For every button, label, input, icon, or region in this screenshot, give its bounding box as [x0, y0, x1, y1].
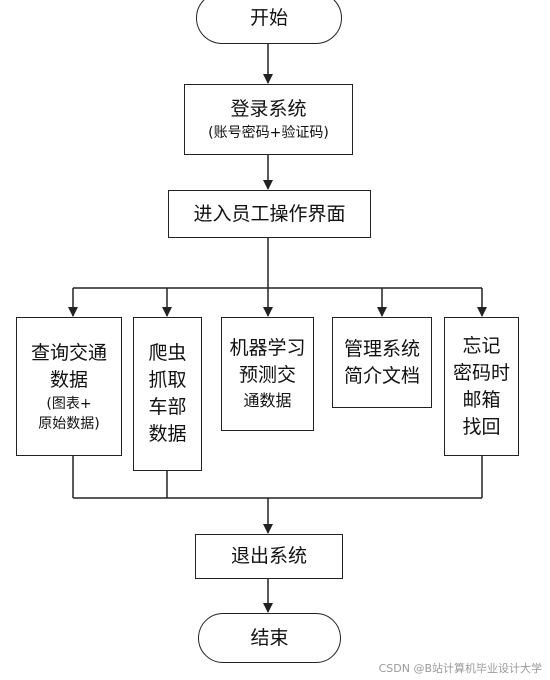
- watermark-text: CSDN @B站计算机毕业设计大学: [378, 662, 542, 675]
- forgot-line: 找回: [462, 415, 501, 438]
- enter-step: 进入员工操作界面: [168, 190, 371, 238]
- crawl-data-step: 爬虫 抓取 车部 数据: [133, 317, 202, 471]
- start-label: 开始: [249, 6, 288, 29]
- forgot-line: 密码时: [452, 361, 510, 384]
- exit-label: 退出系统: [230, 545, 307, 567]
- ml-line: 预测交: [238, 364, 296, 386]
- crawl-line: 爬虫: [148, 342, 187, 364]
- start-terminal: 开始: [196, 0, 342, 44]
- query-traffic-step: 查询交通 数据 (图表+ 原始数据): [16, 317, 122, 456]
- exit-step: 退出系统: [195, 534, 343, 579]
- login-subtitle: (账号密码+验证码): [208, 125, 329, 141]
- crawl-line: 数据: [148, 423, 187, 445]
- login-step: 登录系统 (账号密码+验证码): [184, 84, 353, 155]
- crawl-line: 抓取: [148, 369, 187, 391]
- query-note-line: 原始数据): [38, 415, 100, 432]
- docs-line: 管理系统: [343, 337, 420, 360]
- crawl-line: 车部: [148, 396, 187, 418]
- end-label: 结束: [250, 626, 289, 649]
- query-note-line: (图表+: [46, 395, 92, 412]
- end-terminal: 结束: [198, 613, 341, 663]
- login-title: 登录系统: [230, 98, 307, 120]
- ml-line: 机器学习: [229, 337, 306, 359]
- forgot-password-step: 忘记 密码时 邮箱 找回: [444, 317, 519, 456]
- query-line: 查询交通: [30, 341, 107, 364]
- query-line: 数据: [49, 368, 88, 391]
- forgot-line: 邮箱: [462, 388, 501, 411]
- ml-note-line: 通数据: [243, 391, 292, 410]
- ml-predict-step: 机器学习 预测交 通数据: [221, 317, 314, 431]
- system-docs-step: 管理系统 简介文档: [332, 317, 432, 408]
- forgot-line: 忘记: [462, 334, 501, 357]
- enter-label: 进入员工操作界面: [193, 202, 346, 225]
- docs-line: 简介文档: [343, 364, 420, 387]
